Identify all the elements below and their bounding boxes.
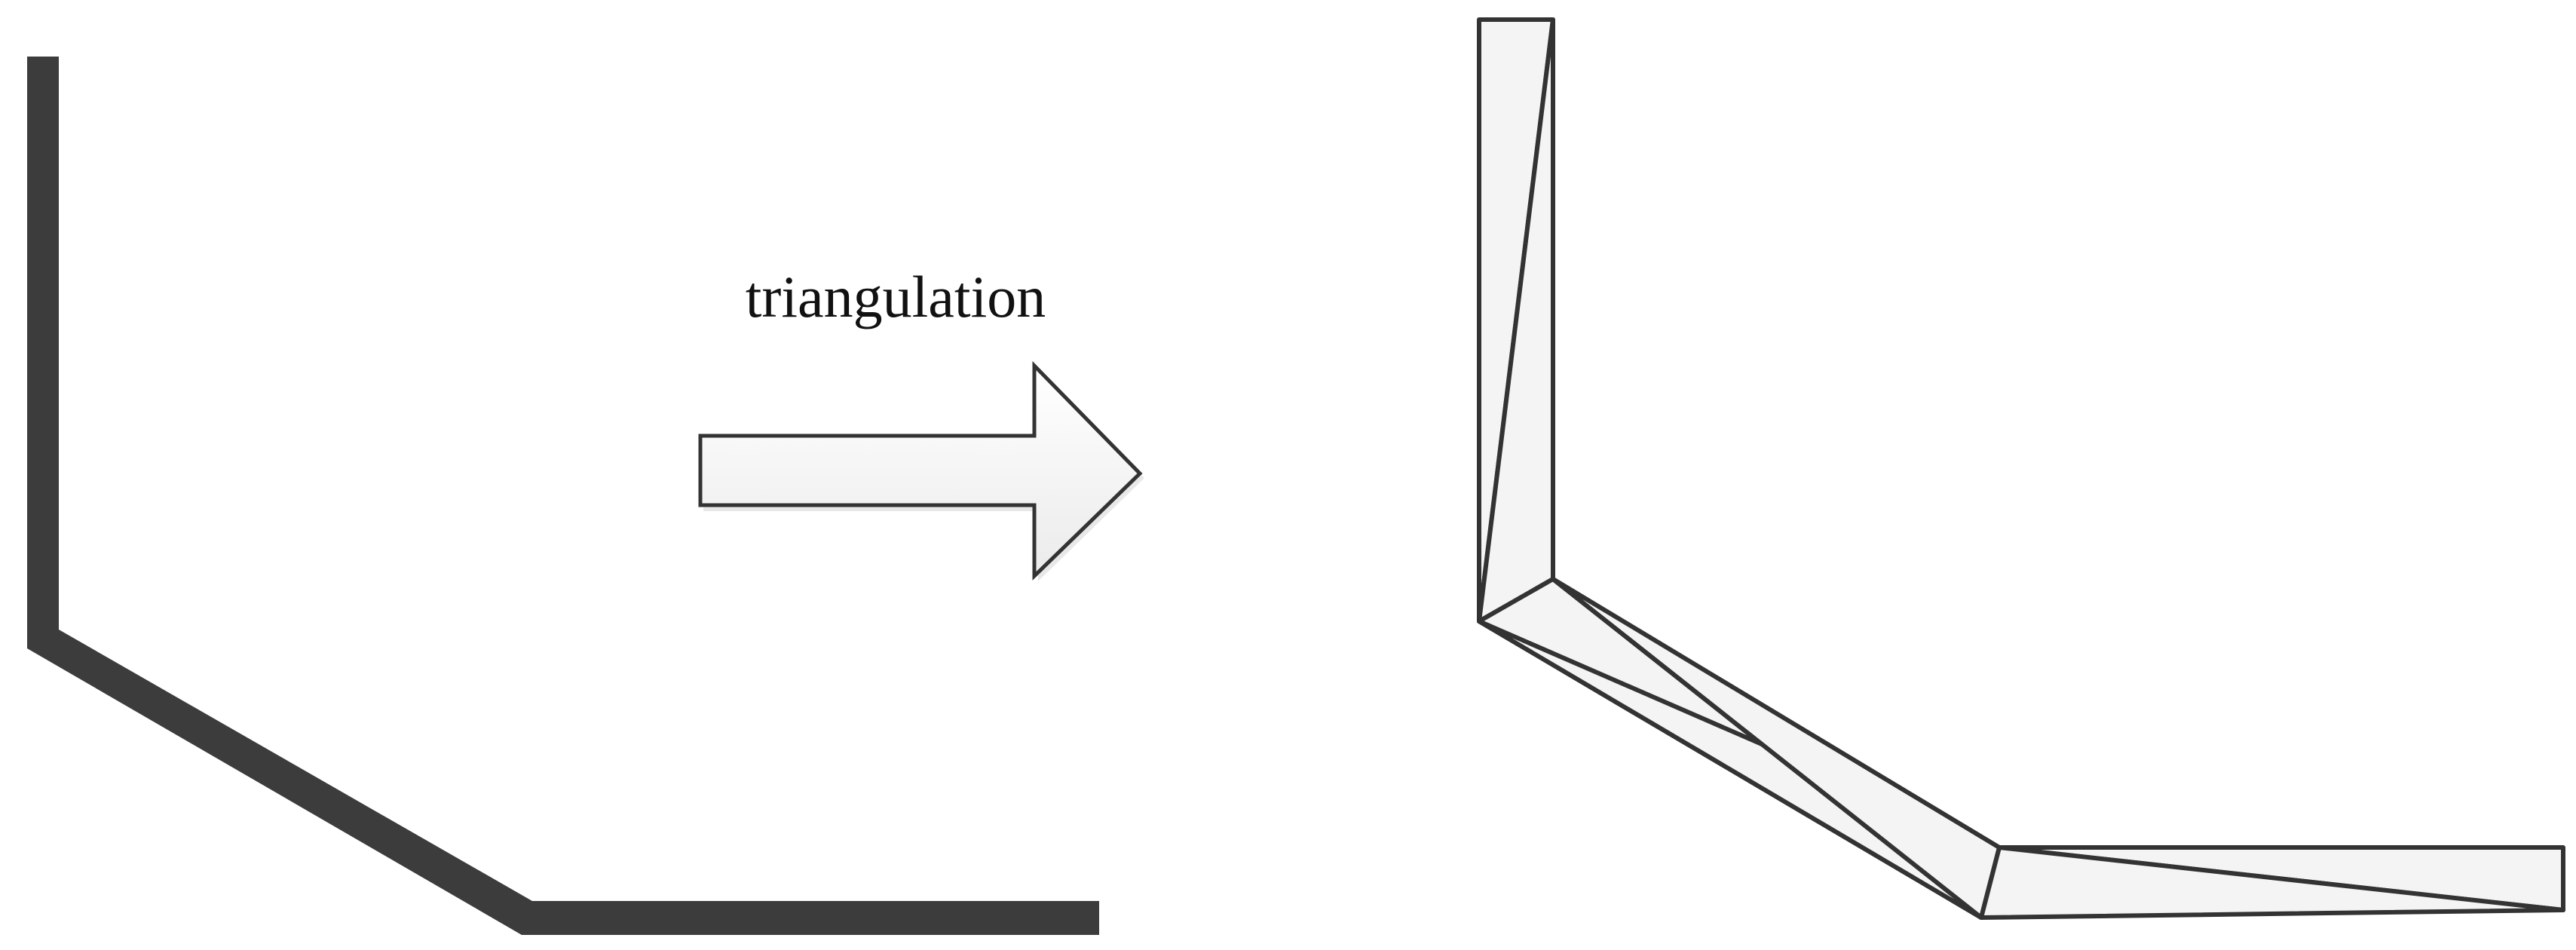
right-arrow-icon <box>698 360 1144 581</box>
mesh-triangle-4 <box>1477 619 2002 920</box>
mesh-triangle-5 <box>1551 577 2002 920</box>
arrow-body <box>698 360 1143 581</box>
mesh-triangle-7 <box>1979 845 2565 920</box>
triangulated-mesh <box>1477 17 2565 920</box>
triangulation-label: triangulation <box>745 264 1046 329</box>
